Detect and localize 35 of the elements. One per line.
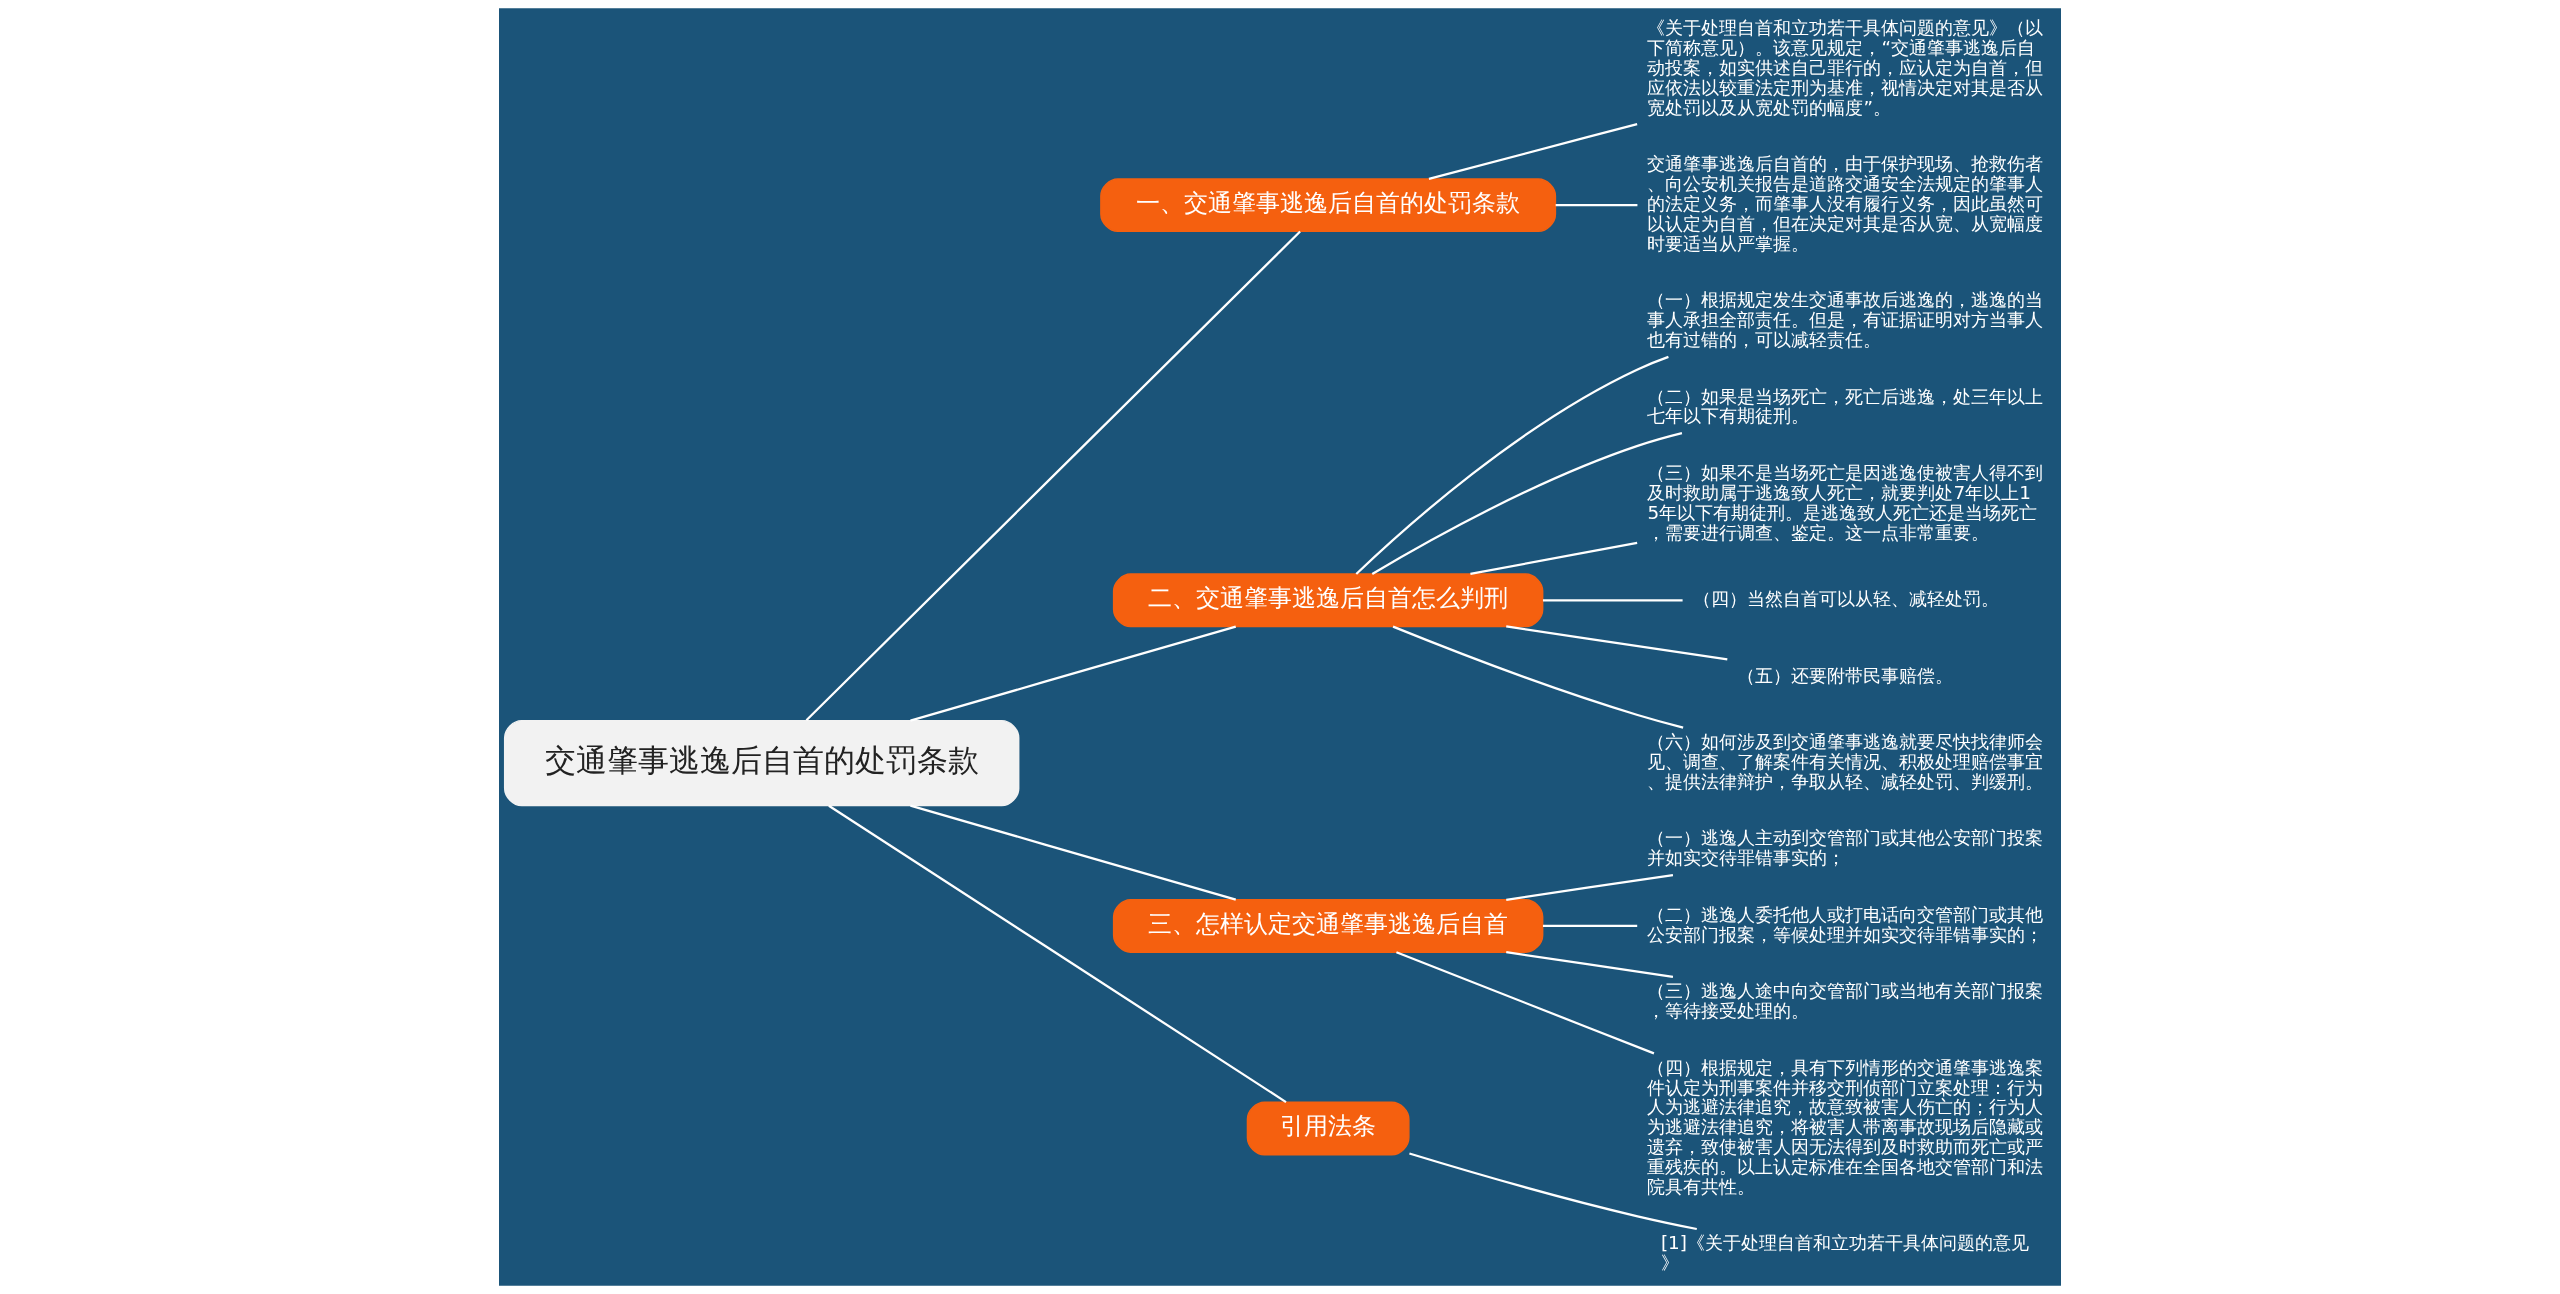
node-text: （四）根据规定，具有下列情形的交通肇事逃逸案件认定为刑事案件并移交刑侦部门立案处理：行为人为逃避法律追究，故意致被害人伤亡的；行为人为逃避法律追究，将被害人带离事故现场后隐藏或遗弃，致使被害人因无法得到及时救助而死亡或严重残疾的。以上认定标准在全国各地交管部门和法院具有共性。 (1647, 1056, 2044, 1197)
connector (1371, 432, 1683, 575)
node-text: 《关于处理自首和立功若干具体问题的意见》（以下简称意见）。该意见规定，“交通肇事逃逸后自动投案，如实供述自己罪行的，应认定为自首，但应依法以较重法定刑为基准，视情决定对其是否从宽处罚以及从宽处罚的幅度”。 (1647, 17, 2044, 118)
node-text: （四）当然自首可以从轻、减轻处罚。 (1692, 588, 1999, 610)
node-text: （二）逃逸人委托他人或打电话向交管部门或其他公安部门报案，等候处理并如实交待罪错事实的； (1647, 903, 2044, 945)
node-box: 三、怎样认定交通肇事逃逸后自首 (1112, 899, 1544, 953)
connector (1506, 951, 1674, 979)
connector (910, 625, 1237, 722)
connector (828, 804, 1287, 1104)
node-text: （六）如何涉及到交通肇事逃逸就要尽快找律师会见、调查、了解案件有关情况、积极处理赔偿事宜、提供法律辩护，争取从轻、减轻处罚、判缓刑。 (1647, 731, 2044, 792)
connector (1392, 625, 1684, 729)
connector (1470, 541, 1638, 576)
node-box: 一、交通肇事逃逸后自首的处罚条款 (1100, 178, 1557, 233)
connector (805, 230, 1301, 722)
connector (1396, 951, 1655, 1055)
node-text: [1]《关于处理自首和立功若干具体问题的意见》 (1660, 1232, 2029, 1274)
connector (1428, 122, 1638, 181)
connector (1555, 204, 1638, 207)
node-text: （三）逃逸人途中向交管部门或当地有关部门报案，等待接受处理的。 (1647, 980, 2044, 1022)
node-text: （一）根据规定发生交通事故后逃逸的，逃逸的当事人承担全部责任。但是，有证据证明对方当事人也有过错的，可以减轻责任。 (1647, 289, 2044, 350)
node-box: 引用法条 (1246, 1101, 1410, 1156)
node-text: （一）逃逸人主动到交管部门或其他公安部门投案并如实交待罪错事实的； (1647, 827, 2044, 869)
connector (910, 804, 1237, 901)
connector (1542, 924, 1638, 928)
connector (1506, 873, 1674, 901)
connector (1409, 1152, 1697, 1231)
connector (1542, 599, 1683, 602)
node-box: 交通肇事逃逸后自首的处罚条款 (503, 719, 1020, 807)
connector (1355, 355, 1669, 575)
node-box: 二、交通肇事逃逸后自首怎么判刑 (1112, 573, 1544, 628)
node-text: （五）还要附带民事赔偿。 (1737, 664, 1954, 686)
node-text: （二）如果是当场死亡，死亡后逃逸，处三年以上七年以下有期徒刑。 (1647, 385, 2044, 427)
connector (1506, 625, 1728, 661)
node-text: （三）如果不是当场死亡是因逃逸使被害人得不到及时救助属于逃逸致人死亡，就要判处7年以上15年以下有期徒刑。是逃逸致人死亡还是当场死亡，需要进行调查、鉴定。这一点非常重要。 (1647, 462, 2044, 543)
node-text: 交通肇事逃逸后自首的，由于保护现场、抢救伤者、向公安机关报告是道路交通安全法规定的肇事人的法定义务，而肇事人没有履行义务，因此虽然可以认定为自首，但在决定对其是否从宽、从宽幅度时要适当从严掌握。 (1647, 153, 2044, 254)
